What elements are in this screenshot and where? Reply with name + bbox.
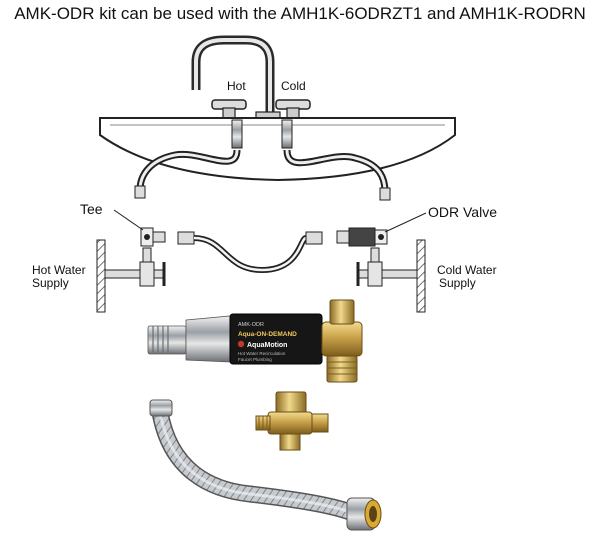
- product-brand: AquaMotion: [247, 342, 287, 349]
- supply-hoses-upper: [134, 149, 391, 201]
- cold-label: Cold: [281, 79, 306, 93]
- cold-water-supply-line2: Supply: [439, 276, 476, 290]
- product-label-line4: Hot Water Recirculation: [238, 351, 286, 356]
- wall-left: [96, 239, 106, 313]
- odr-valve-leader-line: [384, 212, 427, 233]
- product-label-line2: Aqua-ON-DEMAND: [238, 331, 297, 338]
- hot-water-supply-line2: Supply: [32, 276, 69, 290]
- crossover-hose: [177, 231, 323, 274]
- faucet-handles: [211, 99, 311, 121]
- cold-water-supply-label: Cold Water Supply: [437, 264, 497, 290]
- product-label-line1: AMK-ODR: [238, 322, 264, 328]
- wall-right: [416, 239, 426, 313]
- cold-stop-valve: [356, 247, 418, 287]
- braided-hose-product-photo: [149, 399, 382, 531]
- odr-valve-label: ODR Valve: [428, 204, 497, 220]
- hot-water-supply-line1: Hot Water: [32, 263, 86, 277]
- page-title: AMK-ODR kit can be used with the AMH1K-6…: [14, 4, 586, 23]
- faucet-spout: [191, 35, 275, 120]
- hot-label: Hot: [227, 79, 246, 93]
- faucet-stems: [231, 119, 293, 149]
- hot-water-supply-label: Hot Water Supply: [32, 264, 86, 290]
- product-label-line5: Faucet Plumbing: [238, 357, 272, 362]
- sink-basin: [99, 117, 456, 182]
- hot-stop-valve: [104, 247, 166, 287]
- odr-valve-product-photo: AMK-ODR Aqua-ON-DEMAND AquaMotion Hot Wa…: [147, 299, 363, 383]
- aquamotion-logo-icon: [237, 340, 245, 348]
- tee-label: Tee: [80, 201, 103, 217]
- brass-tee-product-photo: [255, 391, 329, 451]
- cold-water-supply-line1: Cold Water: [437, 263, 497, 277]
- odr-valve-drawing: [336, 227, 388, 247]
- tee-leader-line: [113, 209, 144, 231]
- tee-fitting-drawing: [140, 227, 166, 247]
